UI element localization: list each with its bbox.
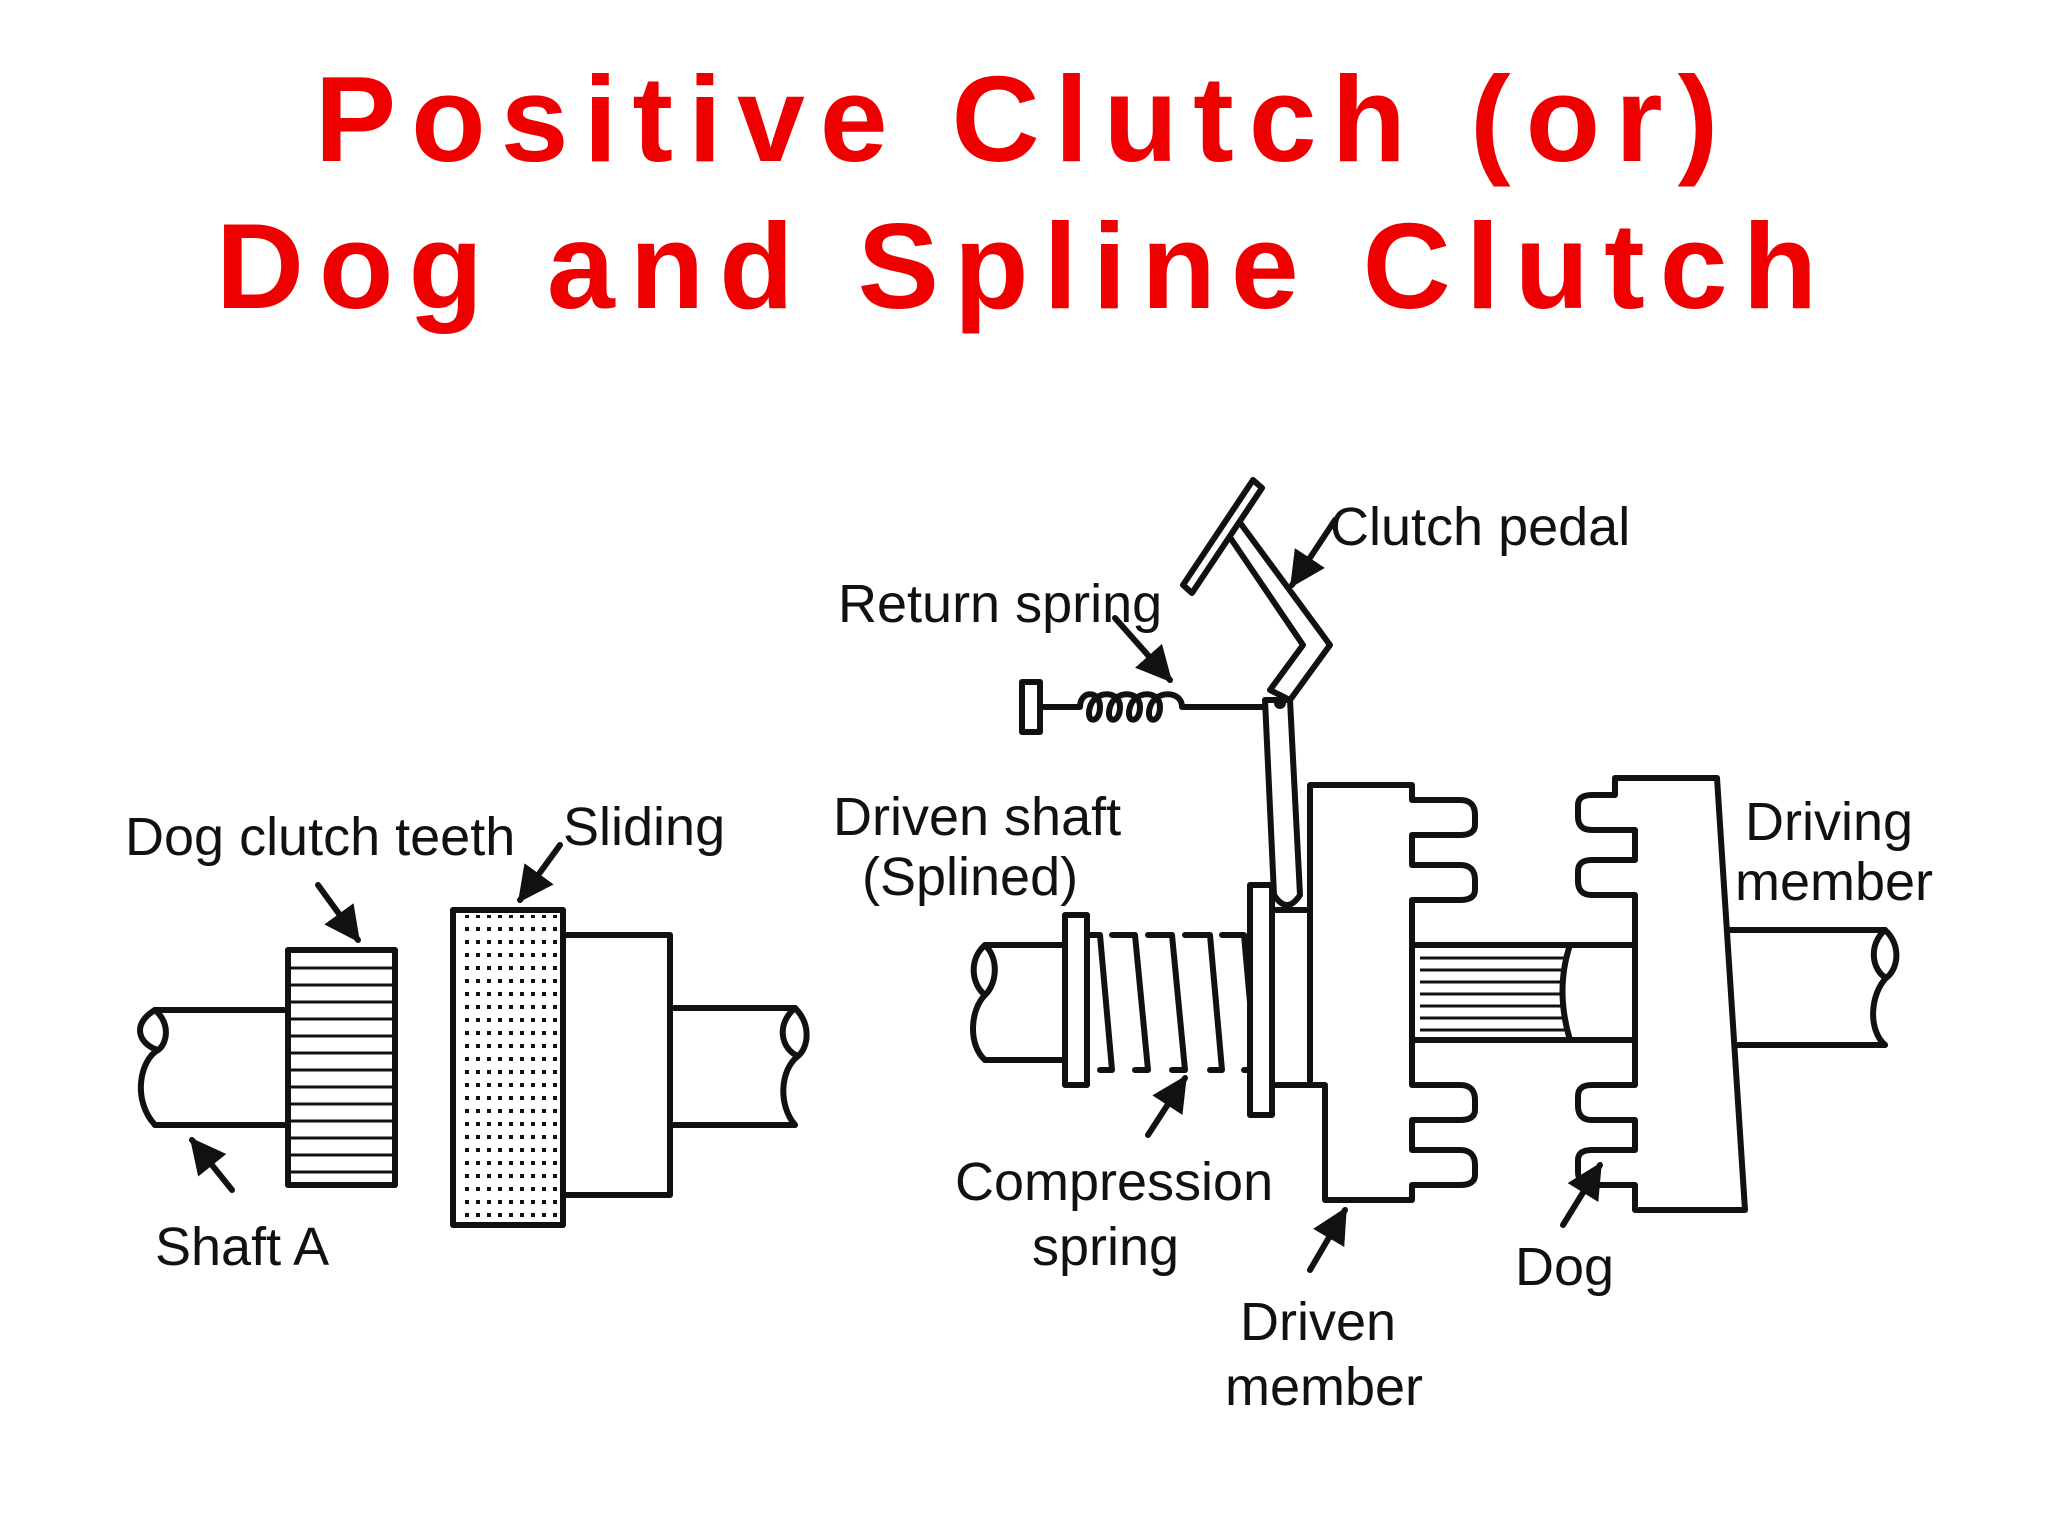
label-dog-clutch-teeth: Dog clutch teeth <box>125 807 515 867</box>
sliding-member-dot-pattern <box>458 915 558 1220</box>
arrow-dog-clutch-teeth <box>315 882 361 943</box>
arrow-return-spring <box>1112 615 1173 683</box>
label-sliding: Sliding <box>563 797 725 857</box>
shift-collar <box>1269 907 1315 1088</box>
driven-shaft <box>982 942 1073 1063</box>
driving-member <box>1575 775 1748 1213</box>
label-driven-member-2: member <box>1225 1357 1423 1417</box>
shaft-a <box>152 1007 291 1128</box>
label-driven-member-1: Driven <box>1240 1292 1396 1352</box>
spring-collar-right <box>1247 882 1275 1118</box>
arrow-dog <box>1560 1161 1603 1228</box>
arrow-clutch-pedal <box>1289 517 1338 589</box>
spring-collar-left <box>1062 912 1090 1088</box>
clutch-pedal-pad <box>1180 477 1265 596</box>
arrow-shaft-a <box>189 1137 235 1193</box>
title-line-1: Positive Clutch (or) <box>314 51 1734 187</box>
left-dog-clutch <box>137 907 810 1228</box>
arrow-driven-member <box>1307 1206 1348 1273</box>
shaft-a-end <box>137 1007 161 1128</box>
driven-member <box>1307 782 1478 1203</box>
driving-member-boss <box>1559 942 1638 1043</box>
clutch-lever <box>1262 697 1303 908</box>
driving-shaft <box>1727 927 1888 1048</box>
arrow-compression-spring <box>1145 1074 1188 1138</box>
label-compression-spring-1: Compression <box>955 1152 1273 1212</box>
label-shaft-a: Shaft A <box>155 1217 329 1277</box>
label-clutch-pedal: Clutch pedal <box>1330 497 1630 557</box>
dog-clutch-teeth-block <box>285 947 398 1188</box>
pivot-dot <box>1274 697 1286 709</box>
title-line-2: Dog and Spline Clutch <box>215 198 1833 334</box>
spline-lines <box>1420 956 1570 1032</box>
label-driving-member-1: Driving <box>1745 792 1913 852</box>
label-driven-shaft: Driven shaft <box>833 787 1121 847</box>
label-driving-member-2: member <box>1735 852 1933 912</box>
label-dog: Dog <box>1515 1237 1614 1297</box>
arrow-sliding <box>517 842 563 903</box>
right-dog-spline-clutch <box>970 477 1900 1213</box>
compression-spring <box>1084 932 1259 1073</box>
teeth-lines <box>288 966 395 1174</box>
sliding-member-hub <box>557 932 673 1198</box>
label-compression-spring-2: spring <box>1032 1217 1179 1277</box>
label-splined: (Splined) <box>862 847 1078 907</box>
label-return-spring: Return spring <box>838 574 1162 634</box>
return-spring <box>1037 691 1268 723</box>
right-shaft <box>667 1005 798 1128</box>
